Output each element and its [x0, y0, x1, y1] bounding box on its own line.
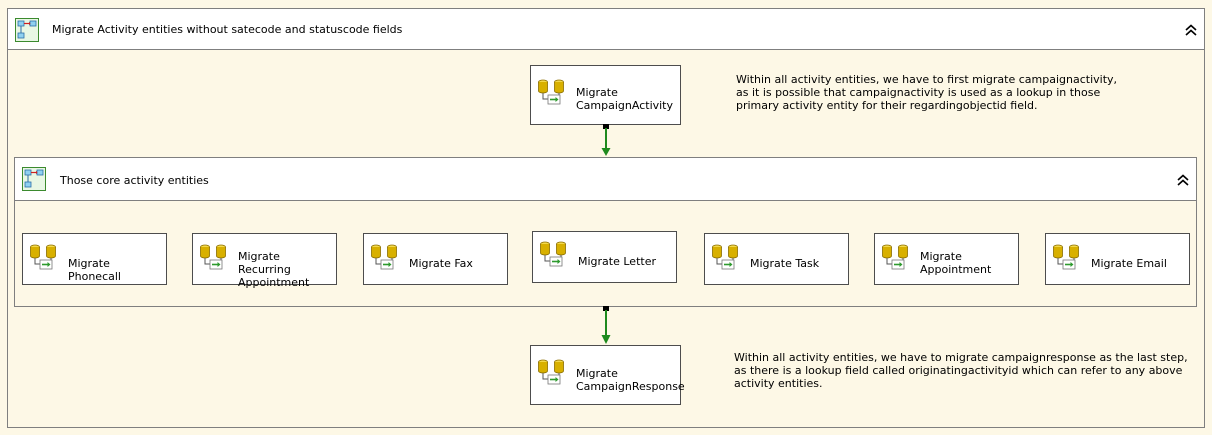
precedence-constraint-arrow-top[interactable]: [598, 124, 614, 158]
collapse-inner-chevron-double-up-icon[interactable]: [1175, 172, 1191, 188]
data-flow-task-icon: [1052, 243, 1082, 273]
task-label: Migrate CampaignResponse: [576, 367, 685, 393]
task-migrate-campaignactivity[interactable]: Migrate CampaignActivity: [530, 65, 681, 125]
data-flow-task-icon: [370, 243, 400, 273]
collapse-outer-chevron-double-up-icon[interactable]: [1183, 22, 1199, 38]
task-label: Migrate Fax: [409, 257, 473, 270]
data-flow-task-icon: [539, 240, 569, 270]
data-flow-task-icon: [199, 243, 229, 273]
data-flow-task-icon: [537, 358, 567, 388]
outer-sequence-title: Migrate Activity entities without sateco…: [52, 23, 403, 36]
task-migrate-letter[interactable]: Migrate Letter: [532, 231, 677, 283]
task-label: Migrate Phonecall: [68, 257, 121, 283]
data-flow-task-icon: [881, 243, 911, 273]
task-migrate-task[interactable]: Migrate Task: [704, 233, 849, 285]
data-flow-task-icon: [711, 243, 741, 273]
annotation-bottom: Within all activity entities, we have to…: [734, 351, 1188, 390]
task-migrate-recurring-appointment[interactable]: Migrate Recurring Appointment: [192, 233, 337, 289]
task-label: Migrate Appointment: [920, 250, 992, 276]
sequence-container-icon: [22, 167, 46, 191]
inner-sequence-title: Those core activity entities: [60, 174, 209, 187]
task-migrate-fax[interactable]: Migrate Fax: [363, 233, 508, 285]
task-label: Migrate Letter: [578, 255, 656, 268]
task-label: Migrate Email: [1091, 257, 1167, 270]
task-label: Migrate CampaignActivity: [576, 86, 674, 112]
sequence-container-icon: [15, 18, 39, 42]
task-migrate-email[interactable]: Migrate Email: [1045, 233, 1190, 285]
task-migrate-appointment[interactable]: Migrate Appointment: [874, 233, 1019, 285]
task-label: Migrate Task: [750, 257, 820, 270]
annotation-top: Within all activity entities, we have to…: [736, 73, 1118, 112]
task-label: Migrate Recurring Appointment: [238, 250, 310, 289]
task-migrate-campaignresponse[interactable]: Migrate CampaignResponse: [530, 345, 685, 405]
inner-sequence-header[interactable]: Those core activity entities: [15, 158, 1196, 201]
data-flow-task-icon: [537, 78, 567, 108]
data-flow-task-icon: [29, 243, 59, 273]
outer-sequence-header[interactable]: Migrate Activity entities without sateco…: [8, 9, 1204, 50]
task-migrate-phonecall[interactable]: Migrate Phonecall: [22, 233, 167, 285]
precedence-constraint-arrow-bottom[interactable]: [598, 306, 614, 346]
